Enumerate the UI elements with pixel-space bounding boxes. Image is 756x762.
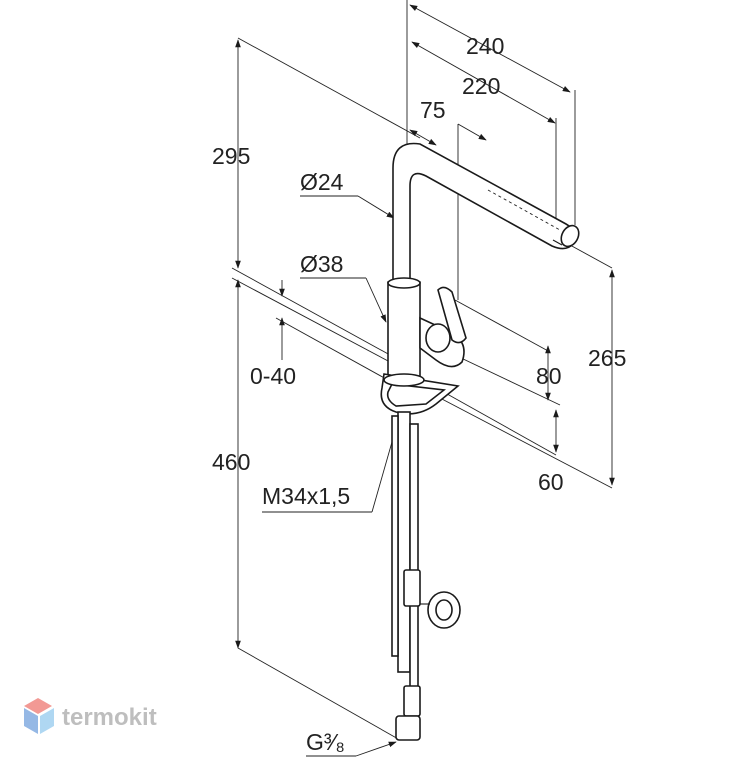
dim-460: 460 bbox=[212, 449, 250, 475]
watermark-brand: termokit bbox=[62, 704, 157, 731]
dim-240: 240 bbox=[466, 33, 504, 59]
dimension-lines bbox=[231, 0, 615, 741]
dim-265: 265 bbox=[588, 345, 626, 371]
termokit-logo-icon bbox=[24, 698, 54, 734]
leader-lines bbox=[262, 195, 397, 757]
dim-60: 60 bbox=[538, 469, 564, 495]
dim-diameter-24: Ø24 bbox=[300, 169, 344, 195]
dim-m34-thread: M34x1,5 bbox=[262, 483, 350, 509]
dim-75: 75 bbox=[420, 97, 446, 123]
dim-0-40: 0-40 bbox=[250, 363, 296, 389]
dim-295: 295 bbox=[212, 143, 250, 169]
watermark: termokit bbox=[24, 698, 157, 734]
dim-diameter-38: Ø38 bbox=[300, 251, 343, 277]
dim-80: 80 bbox=[536, 363, 562, 389]
dim-g38-thread: G³⁄₈ bbox=[306, 729, 345, 755]
dimension-labels: 240 220 75 295 Ø24 Ø38 0-40 265 80 460 M… bbox=[212, 33, 626, 755]
dim-220: 220 bbox=[462, 73, 500, 99]
faucet-body bbox=[380, 142, 580, 741]
